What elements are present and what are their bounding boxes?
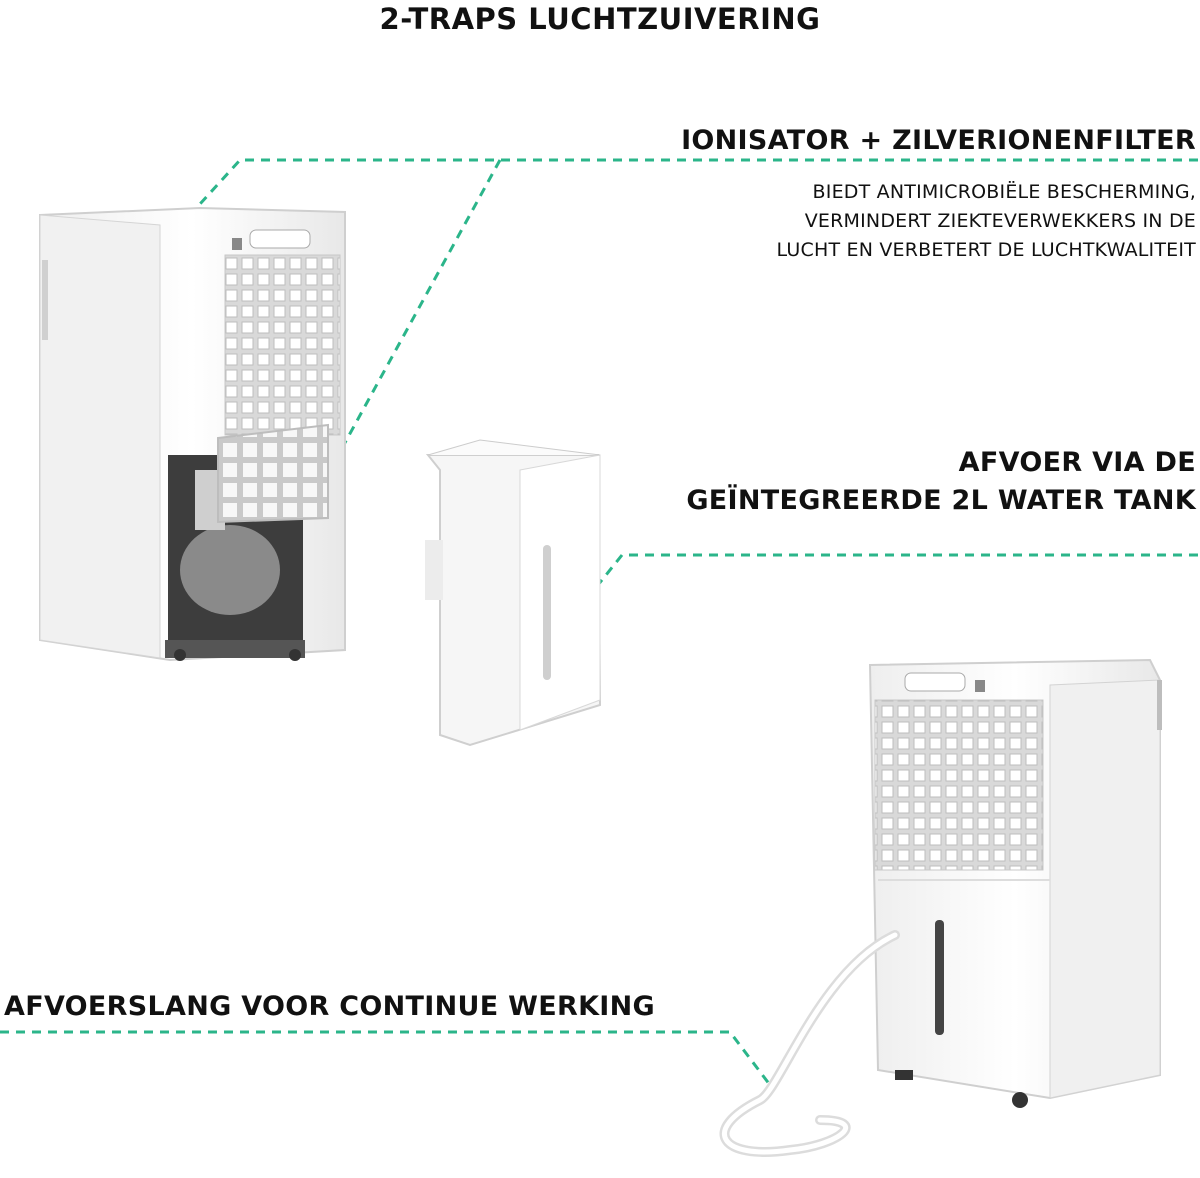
ionisator-leader-2 [328, 159, 502, 471]
page-title: 2-TRAPS LUCHTZUIVERING [379, 2, 821, 36]
dehumidifier-unit [868, 658, 1162, 1108]
tank-leader [596, 553, 1198, 586]
ionisator-heading: IONISATOR + ZILVERIONENFILTER [681, 125, 1196, 156]
ionisator-desc-line: BIEDT ANTIMICROBIËLE BESCHERMING, [812, 181, 1196, 203]
tank-heading: AFVOER VIA DE GEÏNTEGREERDE 2L WATER TAN… [686, 444, 1196, 520]
ionisator-description: BIEDT ANTIMICROBIËLE BESCHERMING, VERMIN… [777, 178, 1196, 265]
water-tank [425, 439, 602, 747]
hose-leader [0, 1030, 772, 1086]
tank-heading-line: AFVOER VIA DE [958, 447, 1196, 478]
ionisator-desc-line: VERMINDERT ZIEKTEVERWEKKERS IN DE [804, 210, 1196, 232]
drain-hose [719, 930, 900, 1157]
ionisator-desc-line: LUCHT EN VERBETERT DE LUCHTKWALITEIT [776, 239, 1196, 261]
hose-heading: AFVOERSLANG VOOR CONTINUE WERKING [4, 991, 656, 1022]
dehumidifier-open-unit [39, 206, 346, 662]
tank-heading-line: GEÏNTEGREERDE 2L WATER TANK [686, 485, 1196, 516]
